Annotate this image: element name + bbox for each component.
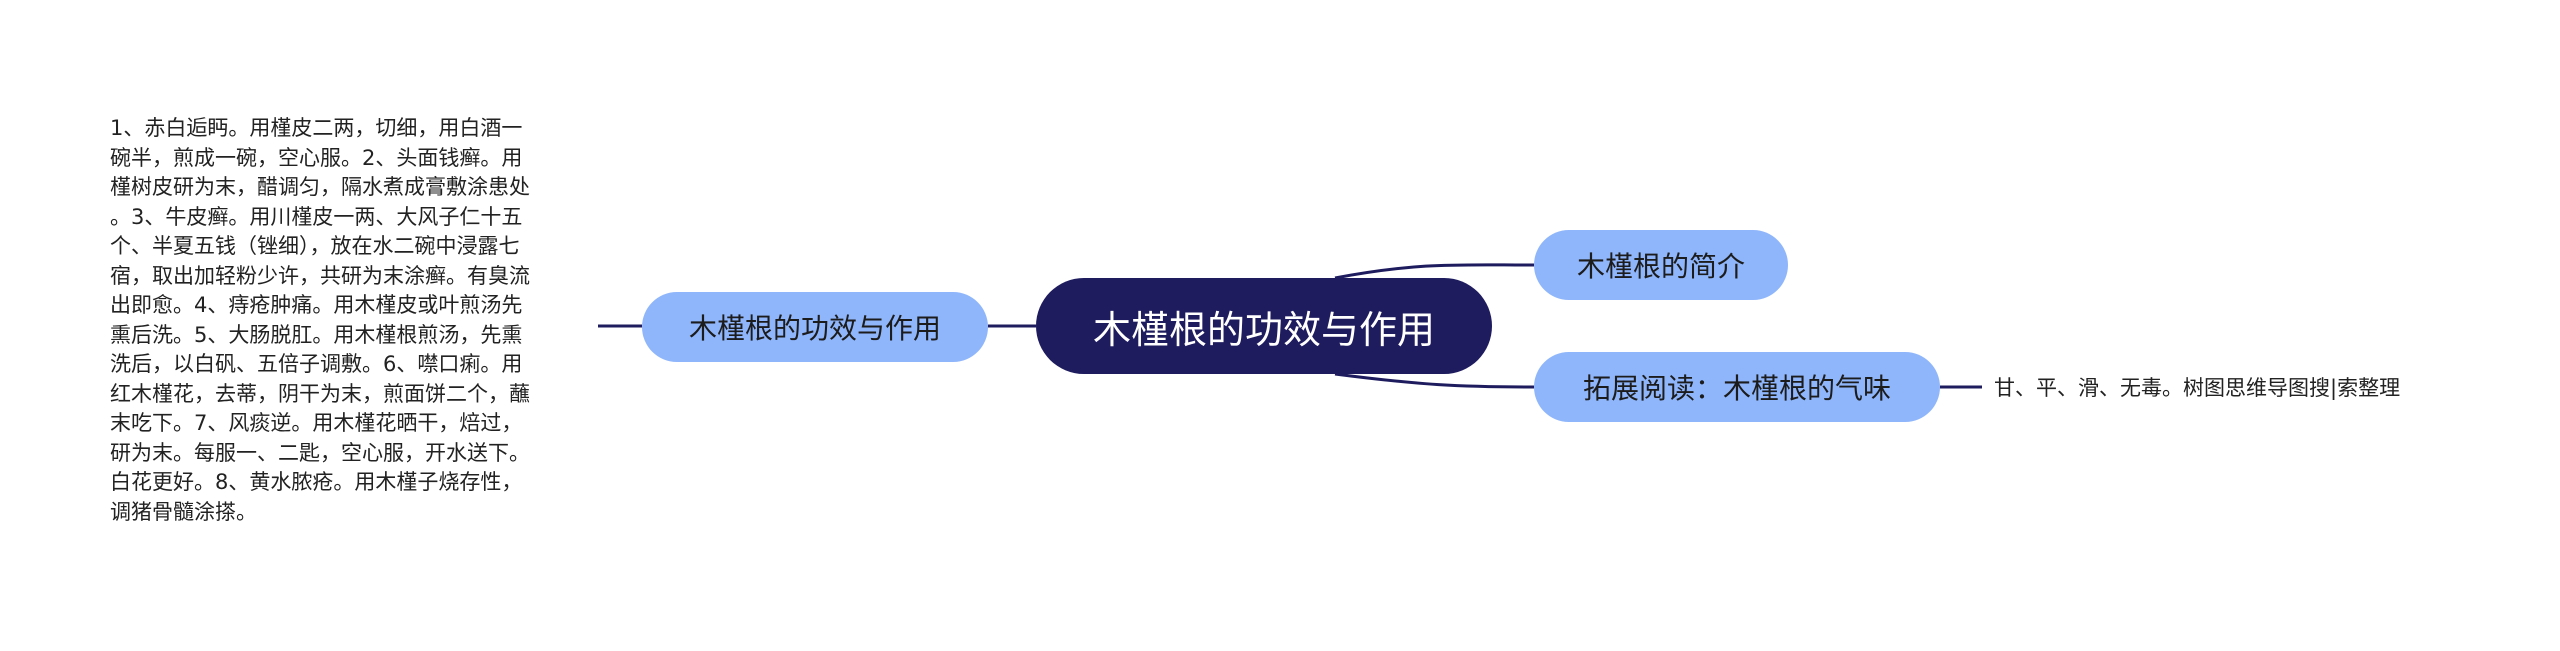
taste-detail-text[interactable]: 甘、平、滑、无毒。树图思维导图搜|索整理 [1994,376,2401,400]
connector-root-to-top-branch [1334,263,1535,280]
efficacy-detail-text[interactable]: 1、赤白逅眄。用槿皮二两，切细，用白酒一 碗半，煎成一碗，空心服。2、头面钱癣。… [110,116,530,524]
branch-intro-label: 木槿根的简介 [1576,250,1745,283]
connector-root-to-bottom-branch [1334,372,1535,389]
branch-extended-reading[interactable]: 拓展阅读：木槿根的气味 [1534,352,1940,422]
branch-efficacy[interactable]: 木槿根的功效与作用 [642,292,988,362]
root-topic[interactable]: 木槿根的功效与作用 [1036,278,1492,374]
root-topic-label: 木槿根的功效与作用 [1092,307,1435,352]
branch-efficacy-label: 木槿根的功效与作用 [688,312,941,345]
branch-intro[interactable]: 木槿根的简介 [1534,230,1788,300]
branch-extended-reading-label: 拓展阅读：木槿根的气味 [1582,372,1891,405]
